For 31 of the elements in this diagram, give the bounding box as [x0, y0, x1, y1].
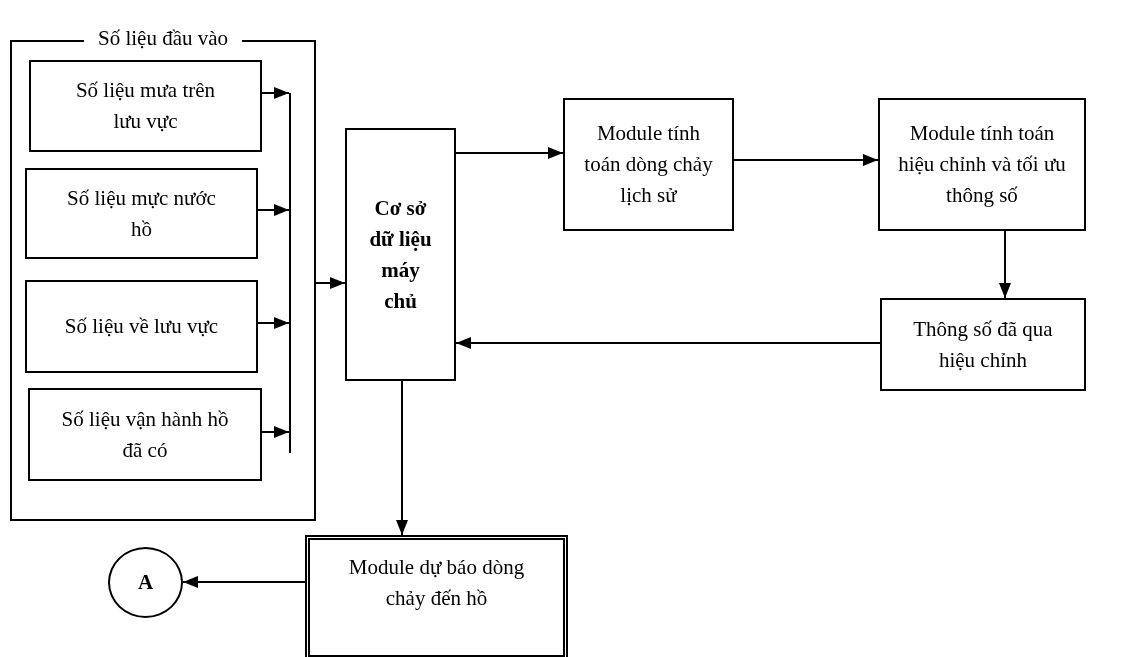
arrow	[257, 204, 290, 216]
arrow	[999, 230, 1011, 299]
arrow	[455, 147, 564, 159]
arrow	[261, 426, 290, 438]
process-box	[25, 168, 258, 259]
connector-label: A	[136, 569, 155, 596]
process-box	[880, 298, 1086, 391]
process-box	[28, 388, 262, 481]
box-label: Module tính toán hiệu chỉnh và tối ưu thông số	[897, 120, 1067, 209]
process-box	[878, 98, 1086, 231]
arrow	[261, 87, 290, 99]
box-label: Module dự báo dòng chảy đến hồ	[347, 554, 526, 612]
box-label: Số liệu mưa trên lưu vực	[74, 77, 217, 135]
arrow	[733, 154, 879, 166]
process-box	[563, 98, 734, 231]
process-box	[345, 128, 456, 381]
process-box	[25, 280, 258, 373]
arrow	[182, 576, 306, 588]
box-label: Thông số đã qua hiệu chỉnh	[912, 315, 1054, 374]
box-label: Số liệu mực nước hồ	[66, 184, 217, 243]
arrow	[315, 277, 346, 289]
box-label: Module tính toán dòng chảy lịch sử	[583, 120, 714, 209]
box-label: Số liệu vận hành hồ đã có	[60, 405, 230, 464]
module-box	[305, 535, 568, 657]
arrow	[455, 337, 881, 349]
box-label: Số liệu về lưu vực	[63, 313, 220, 340]
process-box	[29, 60, 262, 152]
connector-circle	[108, 547, 183, 618]
arrow	[257, 317, 290, 329]
arrow	[396, 380, 408, 536]
box-label: Cơ sở dữ liệu máy chủ	[368, 194, 433, 315]
